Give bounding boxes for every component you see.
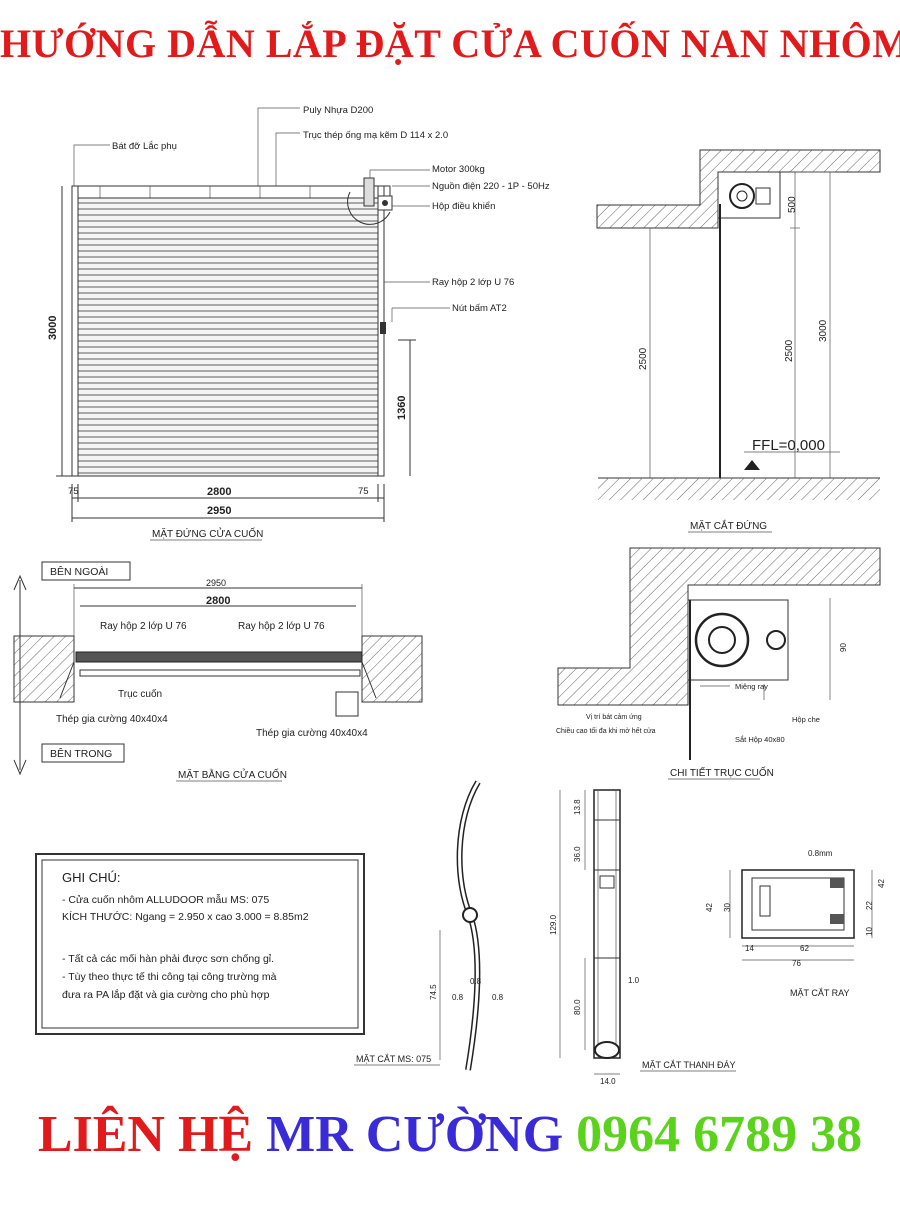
label-steel-right: Thép gia cường 40x40x4 [256, 728, 368, 739]
note-line-3: - Tất cả các mối hàn phải được sơn chống… [62, 953, 274, 965]
section-caption: MẶT CẮT ĐỨNG [690, 519, 767, 532]
dim-height: 3000 [47, 316, 59, 340]
outside-label: BÊN NGOÀI [50, 565, 108, 578]
contact-name: MR CƯỜNG [266, 1106, 564, 1163]
rail-dim-r3: 10 [865, 927, 874, 936]
dim-side-right: 75 [358, 486, 369, 497]
label-shaft: Trục thép ống mạ kẽm D 114 x 2.0 [303, 130, 448, 141]
bottom-bar-caption: MẶT CẮT THANH ĐÁY [642, 1060, 736, 1070]
inside-label: BÊN TRONG [50, 747, 112, 760]
label-rail-left: Ray hộp 2 lớp U 76 [100, 621, 187, 632]
plan-view: BÊN NGOÀI BÊN TRONG 2950 2800 Ray hộp 2 … [13, 561, 423, 782]
label-power: Nguồn điện 220 - 1P - 50Hz [432, 181, 550, 192]
contact-phone[interactable]: 0964 6789 38 [576, 1106, 863, 1163]
note-line-1: - Cửa cuốn nhôm ALLUDOOR mẫu MS: 075 [62, 893, 269, 906]
vertical-section-view: 500 2500 2500 3000 FFL=0,000 MẶT CẮT ĐỨN… [596, 149, 881, 533]
roller-shaft [71, 185, 391, 199]
rail-dim-h-left: 42 [705, 903, 714, 912]
bar-dim-top: 13.8 [573, 799, 582, 815]
label-pulley: Puly Nhựa D200 [303, 105, 373, 116]
label-box-iron: Sắt Hộp 40x80 [735, 735, 785, 744]
bar-dim-t: 1.0 [628, 976, 640, 985]
rail-dim-h-mid: 30 [723, 903, 732, 912]
dim-box: 500 [787, 196, 798, 213]
notes-panel: GHI CHÚ: - Cửa cuốn nhôm ALLUDOOR mẫu MS… [35, 853, 365, 1035]
rail-dim-r1: 42 [877, 879, 886, 888]
slat-dim-t1: 0.8 [470, 977, 482, 986]
contact-label: LIÊN HỆ [37, 1106, 254, 1163]
plan-dim-outer: 2950 [206, 578, 226, 588]
label-cover: Hộp che [792, 715, 820, 724]
bottom-bar-section-view: 13.8 36.0 129.0 80.0 1.0 14.0 MẶT CẮT TH… [549, 789, 736, 1086]
rail-dim-total: 76 [792, 959, 801, 968]
bar-dim-total: 129.0 [549, 914, 558, 935]
rail-dim-r2: 22 [865, 901, 874, 910]
motor [347, 191, 391, 225]
note-line-5: đưa ra PA lắp đặt và gia cường cho phù h… [62, 988, 270, 1001]
push-button [380, 322, 386, 334]
slat-section-view: 74.5 0.8 0.8 0.8 MẶT CẮT MS: 075 [354, 780, 504, 1071]
label-control-box: Hộp điều khiển [432, 201, 495, 212]
notes-heading: GHI CHÚ: [62, 870, 121, 885]
label-max-height: Chiều cao tối đa khi mở hết cửa [556, 726, 656, 735]
plan-door [75, 651, 363, 663]
plan-caption: MẶT BẰNG CỬA CUỐN [178, 767, 287, 781]
note-line-2: KÍCH THƯỚC: Ngang = 2.950 x cao 3.000 = … [62, 910, 309, 923]
contact-banner: LIÊN HỆ MR CƯỜNG 0964 6789 38 [0, 1105, 900, 1164]
label-rail: Ray hộp 2 lớp U 76 [432, 277, 514, 288]
dim-h2: 2500 [784, 339, 795, 362]
label-stop: Vị trí bát cảm ứng [586, 714, 642, 721]
ffl-marker [744, 460, 760, 470]
dim-side-left: 75 [68, 486, 79, 497]
bar-dim-mid: 36.0 [573, 846, 582, 862]
slat-dim-t3: 0.8 [492, 993, 504, 1002]
plan-dim-inner: 2800 [206, 595, 230, 607]
door-curtain [77, 197, 379, 477]
rail-dim-t: 0.8mm [808, 849, 833, 858]
label-button: Nút bấm AT2 [452, 303, 507, 314]
dim-width-inner: 2800 [207, 486, 231, 498]
ffl-label: FFL=0,000 [752, 437, 825, 454]
rail-dim-w1: 14 [745, 944, 754, 953]
detail-dim: 90 [839, 643, 848, 652]
label-motor: Motor 300kg [432, 164, 485, 175]
rail-caption: MẶT CẮT RAY [790, 988, 850, 998]
note-line-4: - Tùy theo thực tế thi công tại công trư… [62, 971, 277, 983]
elevation-view: Puly Nhựa D200 Trục thép ống mạ kẽm D 11… [47, 105, 550, 541]
slat-dim-t2: 0.8 [452, 993, 464, 1002]
dim-width-outer: 2950 [207, 505, 231, 517]
bar-dim-low: 80.0 [573, 999, 582, 1015]
dim-h1: 2500 [638, 347, 649, 370]
label-rail-right: Ray hộp 2 lớp U 76 [238, 621, 325, 632]
label-bracket: Bát đỡ Lắc phụ [112, 141, 177, 152]
slat-caption: MẶT CẮT MS: 075 [356, 1054, 431, 1064]
dim-button-height: 1360 [396, 396, 408, 420]
slat-dim-h: 74.5 [429, 984, 438, 1000]
label-shaft-plan: Trục cuốn [118, 688, 162, 700]
rail-section-view: 0.8mm 42 30 42 22 10 14 62 76 MẶT CẮT RA… [705, 849, 886, 998]
detail-caption: CHI TIẾT TRỤC CUỐN [670, 765, 774, 779]
shaft-detail-view: 90 Miệng ray Hộp che Sắt Hộp 40x80 Vị tr… [556, 547, 881, 780]
page-title: HƯỚNG DẪN LẮP ĐẶT CỬA CUỐN NAN NHÔM [0, 21, 900, 66]
elevation-caption: MẶT ĐỨNG CỬA CUỐN [152, 526, 263, 540]
bar-dim-w: 14.0 [600, 1077, 616, 1086]
rail-dim-w2: 62 [800, 944, 809, 953]
label-guide: Miệng ray [735, 682, 768, 691]
label-steel-left: Thép gia cường 40x40x4 [56, 714, 168, 725]
dim-h3: 3000 [818, 319, 829, 342]
